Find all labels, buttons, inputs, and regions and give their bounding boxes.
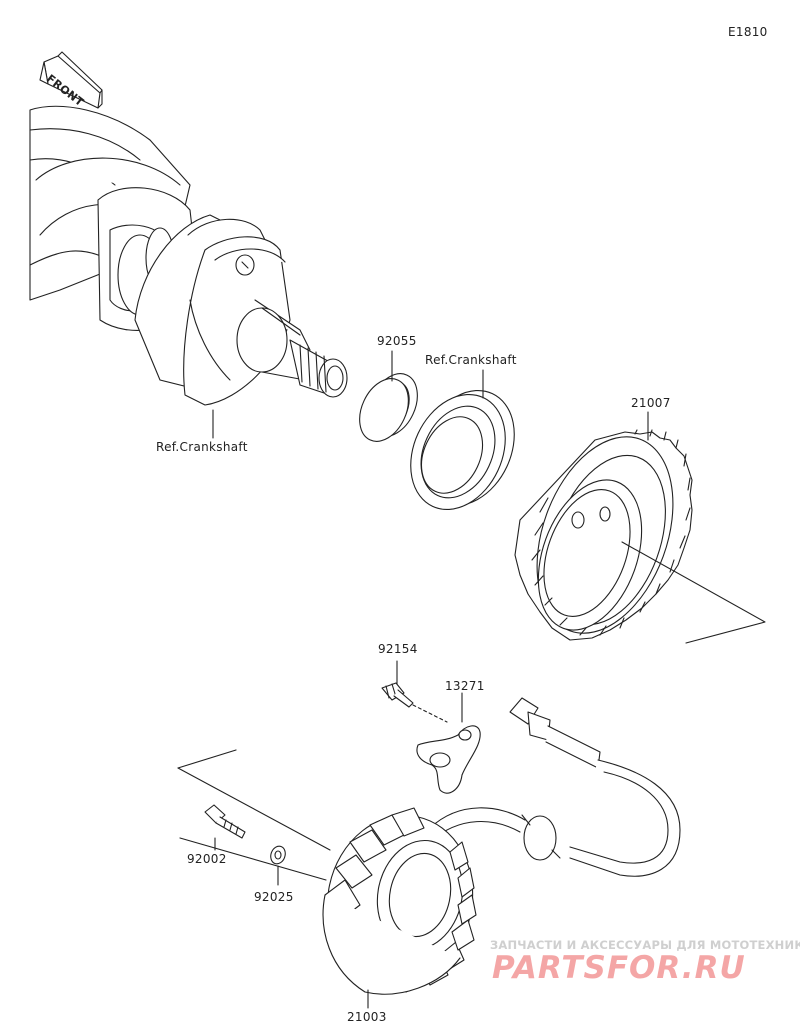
bolt-92154-dashed-leader	[412, 704, 448, 723]
part-92002-bolt	[204, 804, 246, 839]
label-13271: 13271	[445, 679, 485, 693]
label-21003: 21003	[347, 1010, 387, 1024]
watermark-tagline: ЗАПЧАСТИ И АКСЕССУАРЫ ДЛЯ МОТОТЕХНИКИ	[490, 938, 800, 952]
stator-wiring-harness	[429, 697, 681, 877]
leader-lines	[177, 350, 649, 1009]
part-21007-rotor	[514, 429, 693, 641]
diagram-code: E1810	[728, 25, 768, 39]
label-92025: 92025	[254, 890, 294, 904]
part-92154-bolt	[381, 682, 414, 708]
part-92055-ring	[359, 373, 418, 442]
crankshaft-collar	[410, 389, 515, 511]
label-21007: 21007	[631, 396, 671, 410]
part-13271-plate	[416, 725, 481, 794]
label-ref-crankshaft-top: Ref.Crankshaft	[425, 353, 517, 367]
watermark-brand: PARTSFOR.RU	[492, 950, 746, 986]
part-21003-stator	[322, 807, 477, 995]
label-92154: 92154	[378, 642, 418, 656]
front-arrow-icon	[39, 51, 103, 109]
part-92025-washer	[270, 845, 286, 865]
crankshaft-drawing	[29, 105, 348, 406]
label-92055: 92055	[377, 334, 417, 348]
label-ref-crankshaft-bottom: Ref.Crankshaft	[156, 440, 248, 454]
rotor-leader-line	[621, 541, 766, 644]
label-92002: 92002	[187, 852, 227, 866]
